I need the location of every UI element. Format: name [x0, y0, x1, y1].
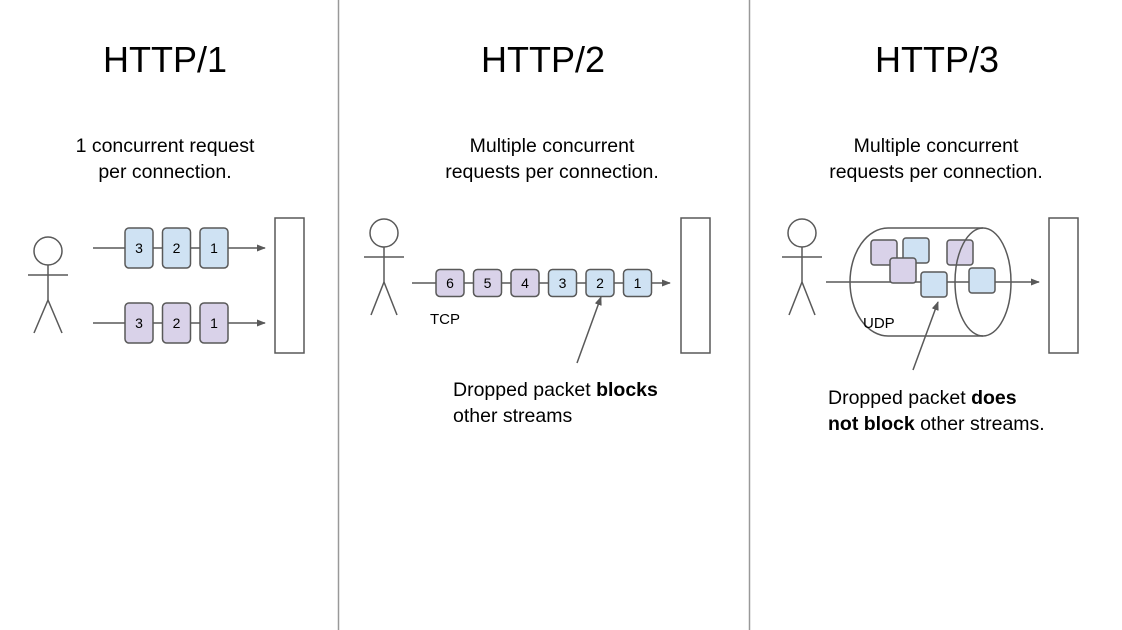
client-stick-figure: [28, 236, 68, 334]
packet-number: 3: [135, 240, 143, 256]
request-stream-row: 3 2 1: [93, 302, 266, 344]
packet-number: 3: [135, 315, 143, 331]
caption-emphasis: does: [971, 387, 1017, 409]
packet-number: 1: [210, 315, 218, 331]
packet: 4: [510, 268, 540, 298]
packet-number: 3: [559, 275, 567, 291]
caption-text: other streams: [453, 405, 573, 427]
packet: 1: [199, 227, 229, 269]
packet-box: [124, 227, 154, 269]
packet-box: [622, 268, 653, 298]
packet: [889, 257, 917, 284]
packet-number: 2: [596, 275, 604, 291]
packet-box: [161, 227, 192, 269]
udp-tube-front-rim: [954, 227, 984, 337]
packet: [920, 271, 948, 298]
packet-box: [510, 268, 540, 298]
packet-box: [547, 268, 578, 298]
column-subtitle-line: requests per connection.: [829, 161, 1043, 183]
packet-box: [435, 268, 465, 298]
dropped-packet-caption: Dropped packet does not block other stre…: [828, 385, 1045, 437]
server-box: [1048, 217, 1079, 354]
caption-emphasis: not block: [828, 413, 915, 435]
caption-emphasis: blocks: [596, 379, 658, 401]
request-stream-row: 3 2 1: [93, 227, 266, 269]
column-subtitle-line: requests per connection.: [445, 161, 659, 183]
packet-number: 5: [484, 275, 492, 291]
packet-number: 1: [634, 275, 642, 291]
transport-label-udp: UDP: [863, 315, 895, 332]
server-box: [274, 217, 305, 354]
caption-text: other streams.: [914, 413, 1045, 435]
packet: 6: [435, 268, 465, 298]
caption-text: Dropped packet: [453, 379, 597, 401]
column-title-http1: HTTP/1: [102, 39, 227, 80]
caption-text: Dropped packet: [828, 387, 972, 409]
column-subtitle-line: per connection.: [98, 161, 232, 183]
dropped-packet-pointer-arrow: [912, 301, 939, 371]
transport-label-tcp: TCP: [430, 311, 460, 328]
packet-number: 2: [173, 315, 181, 331]
packet-box: [161, 302, 192, 344]
packet-box: [124, 302, 154, 344]
packet: 3: [124, 302, 154, 344]
packet: 1: [199, 302, 229, 344]
unordered-packets: [870, 237, 996, 298]
packet-box: [199, 302, 229, 344]
dropped-packet-caption: Dropped packet blocks other streams: [453, 377, 658, 429]
dropped-packet-pointer-arrow: [576, 296, 602, 364]
packet-number: 6: [446, 275, 454, 291]
packet-box: [472, 268, 503, 298]
packet: 5: [472, 268, 503, 298]
column-title-http3: HTTP/3: [874, 39, 999, 80]
packet-box: [199, 227, 229, 269]
packet: 2: [161, 227, 192, 269]
packet-number: 4: [521, 275, 529, 291]
packet: 2: [585, 268, 615, 298]
packet-number: 2: [173, 240, 181, 256]
client-stick-figure: [364, 218, 404, 316]
packet: 1: [622, 268, 653, 298]
packet: 2: [161, 302, 192, 344]
column-subtitle-line: Multiple concurrent: [469, 135, 635, 157]
column-subtitle-line: Multiple concurrent: [853, 135, 1019, 157]
packet: 3: [124, 227, 154, 269]
packet: [968, 267, 996, 294]
column-title-http2: HTTP/2: [480, 39, 605, 80]
client-stick-figure: [782, 218, 822, 316]
column-subtitle-line: 1 concurrent request: [75, 135, 255, 157]
packet-number: 1: [210, 240, 218, 256]
server-box: [680, 217, 711, 354]
tcp-packet-row: 6 5 4 3 2 1: [412, 268, 671, 298]
packet: 3: [547, 268, 578, 298]
